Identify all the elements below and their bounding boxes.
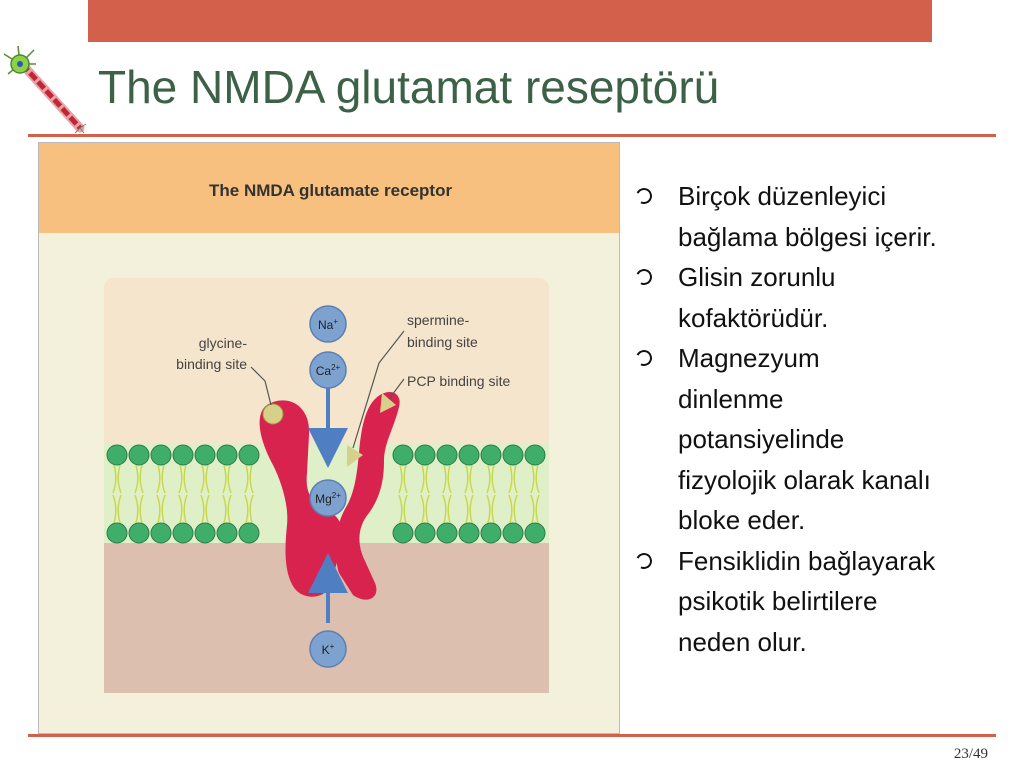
lipid-head [194, 444, 216, 466]
lipid-tail [112, 494, 122, 524]
lipid-head [480, 444, 502, 466]
lipid-head [458, 444, 480, 466]
lipid-tail [486, 494, 496, 524]
lipid-tail [486, 464, 496, 494]
lipid-tail [420, 464, 430, 494]
k-ion [309, 630, 347, 668]
spermine-label-2: binding site [407, 334, 478, 350]
lipid-tail [508, 464, 518, 494]
lipid-tail [398, 494, 408, 524]
bullet-marker-icon [633, 550, 655, 571]
lipid-tail [222, 464, 232, 494]
neuron-logo-icon [3, 45, 87, 134]
pcp-site-marker [347, 445, 363, 467]
lipid-head [392, 444, 414, 466]
spermine-pointer [388, 378, 405, 400]
lipid-head [106, 444, 128, 466]
glycine-label-2: binding site [176, 356, 247, 372]
lipid-head [106, 522, 128, 544]
receptor-diagram: The NMDA glutamate receptor Na+ Ca2+ Mg2… [39, 143, 619, 693]
lipid-tail [178, 494, 188, 524]
lipid-tail [530, 464, 540, 494]
svg-text:K+: K+ [322, 642, 335, 657]
lipid-tail [508, 494, 518, 524]
svg-text:Mg2+: Mg2+ [315, 491, 341, 506]
bullet-item: Birçok düzenleyici bağlama bölgesi içeri… [630, 176, 1010, 257]
lipid-tail [222, 494, 232, 524]
lipid-tails [112, 464, 540, 524]
lipid-tail [134, 494, 144, 524]
lipid-tail [178, 464, 188, 494]
slide-title: The NMDA glutamat reseptörü [98, 61, 720, 113]
glycine-site-marker [262, 403, 284, 425]
lipid-tail [156, 494, 166, 524]
lipid-head [458, 522, 480, 544]
lipid-tail [200, 464, 210, 494]
bullet-item: Fensiklidin bağlayarak psikotik belirtil… [630, 541, 1010, 663]
lipid-head [238, 444, 260, 466]
lipid-head [502, 522, 524, 544]
lipid-head [414, 522, 436, 544]
svg-text:Ca2+: Ca2+ [316, 363, 341, 378]
footer-divider [28, 734, 996, 737]
lipid-tail [134, 464, 144, 494]
bullet-marker-icon [633, 347, 655, 369]
lipid-head [392, 522, 414, 544]
bullet-item: Magnezyum dinlenme potansiyelinde fizyol… [630, 338, 1010, 541]
glycine-pointer [250, 366, 272, 406]
lipid-head [172, 522, 194, 544]
lipid-head [172, 444, 194, 466]
lipid-heads-bottom [106, 522, 546, 544]
lipid-head [502, 444, 524, 466]
na-ion [309, 305, 347, 343]
lipid-head [524, 522, 546, 544]
lipid-tail [442, 464, 452, 494]
lipid-head [414, 444, 436, 466]
spermine-site-marker [380, 393, 396, 413]
svg-text:Na+: Na+ [318, 317, 338, 332]
nmda-receptor-figure: The NMDA glutamate receptor Na+ Ca2+ Mg2… [38, 142, 620, 734]
lipid-tail [420, 494, 430, 524]
lipid-tail [464, 464, 474, 494]
lipid-head [216, 522, 238, 544]
lipid-tail [398, 464, 408, 494]
top-accent-bar [88, 0, 932, 42]
pcp-pointer [352, 330, 405, 449]
bullet-marker-icon [633, 185, 655, 207]
lipid-tail [530, 494, 540, 524]
receptor-right-subunit [335, 392, 400, 600]
lipid-head [436, 444, 458, 466]
lipid-tail [200, 494, 210, 524]
lipid-head [216, 444, 238, 466]
lipid-head [238, 522, 260, 544]
lipid-head [480, 522, 502, 544]
lipid-tail [442, 494, 452, 524]
title-divider [28, 134, 996, 137]
receptor-left-subunit [259, 400, 343, 597]
page-number: 23/49 [953, 746, 988, 762]
lipid-tail [464, 494, 474, 524]
lipid-tail [112, 464, 122, 494]
lipid-tail [244, 464, 254, 494]
lipid-heads-top [106, 444, 546, 466]
pcp-label: PCP binding site [407, 373, 510, 389]
lipid-head [194, 522, 216, 544]
lipid-head [150, 444, 172, 466]
mg-ion [309, 479, 347, 517]
lipid-tail [156, 464, 166, 494]
bullet-item: Glisin zorunlu kofaktörüdür. [630, 257, 1010, 338]
figure-heading: The NMDA glutamate receptor [209, 181, 452, 200]
lipid-head [436, 522, 458, 544]
figure-header-band [39, 143, 619, 233]
ca-ion [309, 351, 347, 389]
lipid-tail [244, 494, 254, 524]
bullet-list: Birçok düzenleyici bağlama bölgesi içeri… [630, 176, 1010, 662]
bullet-marker-icon [633, 266, 655, 288]
lipid-head [524, 444, 546, 466]
lipid-head [150, 522, 172, 544]
spermine-label-1: spermine- [407, 312, 470, 328]
lipid-head [128, 444, 150, 466]
glycine-label-1: glycine- [199, 335, 248, 351]
lipid-head [128, 522, 150, 544]
